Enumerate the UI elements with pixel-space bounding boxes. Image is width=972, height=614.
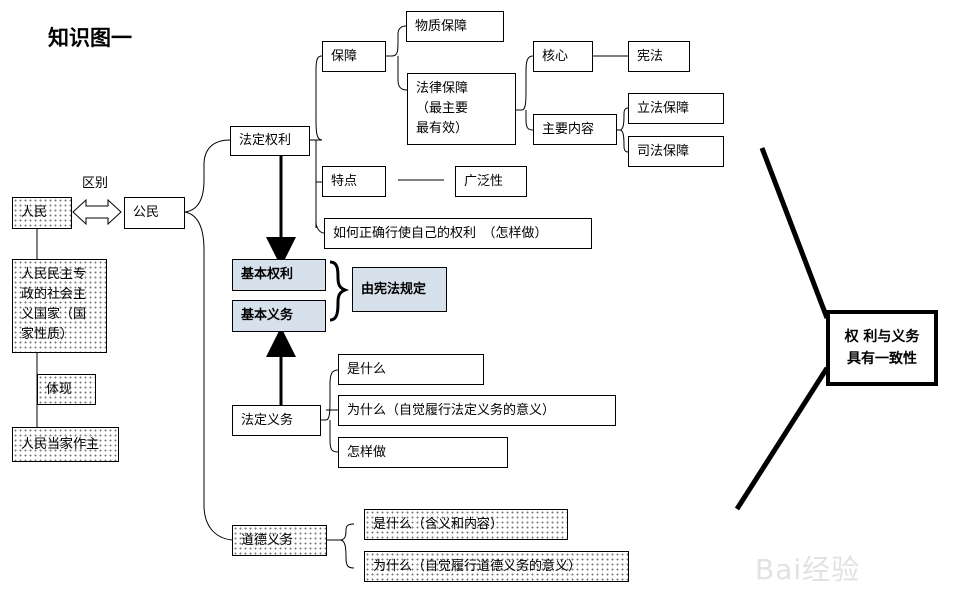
feature-node: 特点 [322, 166, 386, 197]
people-masters-node: 人民当家作主 [12, 427, 119, 462]
moral-duties-node: 道德义务 [232, 525, 327, 556]
broadness-node: 广泛性 [455, 166, 527, 197]
conclusion-line2: 具有一致性 [847, 351, 917, 367]
legal-duties-node: 法定义务 [232, 405, 321, 436]
main-content-node: 主要内容 [533, 114, 617, 145]
constitution-stipulates-node: 由宪法规定 [352, 267, 447, 312]
legal-rights-node: 法定权利 [230, 126, 310, 156]
legislative-guarantee-node: 立法保障 [628, 93, 724, 124]
basic-rights-node: 基本权利 [232, 259, 326, 291]
baidu-watermark: Bai经验 [755, 553, 861, 586]
legal-guarantee-node: 法律保障 （最主要 最有效） [407, 73, 516, 145]
judicial-guarantee-node: 司法保障 [628, 136, 724, 167]
core-node: 核心 [533, 41, 593, 72]
state-nature-node: 人民民主专政的社会主义国家（国家性质） [12, 259, 107, 353]
citizen-node: 公民 [124, 197, 185, 229]
legal-guarantee-line2: （最主要 [416, 101, 469, 116]
guarantee-node: 保障 [322, 41, 386, 72]
duty-how-node: 怎样做 [338, 437, 508, 468]
page-title: 知识图一 [48, 25, 132, 50]
moral-what-node: 是什么（含义和内容） [364, 509, 568, 540]
legal-guarantee-line1: 法律保障 [416, 81, 469, 96]
how-to-exercise-rights-node: 如何正确行使自己的权利 （怎样做） [324, 218, 592, 249]
rights-duties-consistency-node: 权 利与义务 具有一致性 [826, 310, 938, 386]
constitution-node: 宪法 [628, 41, 690, 72]
legal-guarantee-line3: 最有效） [416, 121, 469, 136]
basic-duties-node: 基本义务 [232, 300, 326, 332]
embody-node: 体现 [37, 374, 96, 405]
duty-why-node: 为什么（自觉履行法定义务的意义） [338, 395, 616, 426]
material-guarantee-node: 物质保障 [406, 11, 504, 42]
people-node: 人民 [12, 197, 72, 229]
distinction-label: 区别 [82, 176, 109, 191]
conclusion-line1: 权 利与义务 [844, 329, 920, 345]
duty-what-node: 是什么 [338, 354, 484, 385]
moral-why-node: 为什么（自觉履行道德义务的意义） [364, 551, 629, 582]
